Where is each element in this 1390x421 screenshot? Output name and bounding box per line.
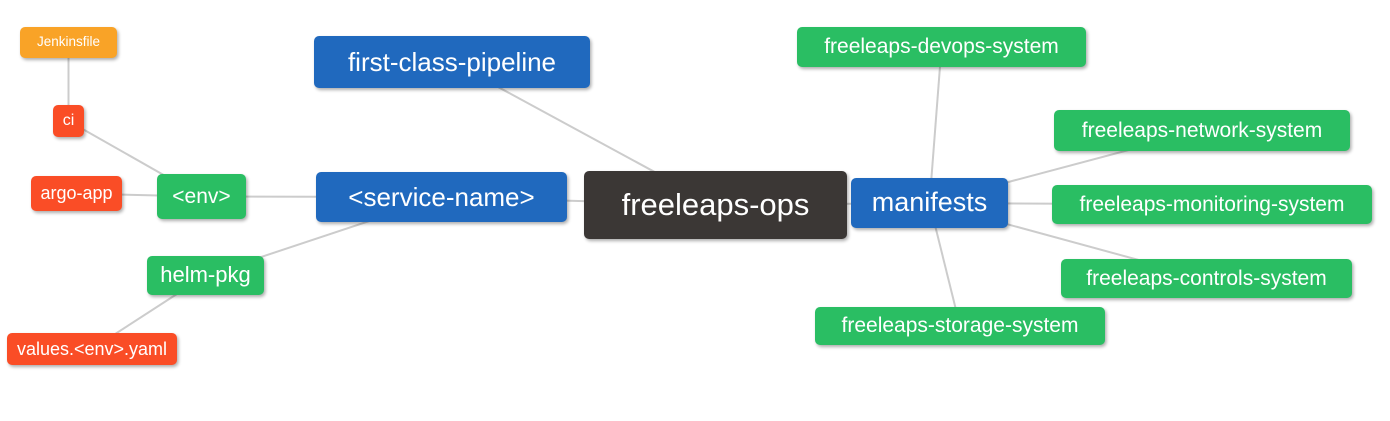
node-freeleaps-ops[interactable]: freeleaps-ops xyxy=(584,171,847,239)
node-ci[interactable]: ci xyxy=(53,105,84,137)
node-service-name[interactable]: <service-name> xyxy=(316,172,567,222)
node-argo-app[interactable]: argo-app xyxy=(31,176,122,211)
node-values-env-yaml[interactable]: values.<env>.yaml xyxy=(7,333,177,365)
node-env[interactable]: <env> xyxy=(157,174,246,219)
node-manifests[interactable]: manifests xyxy=(851,178,1008,228)
node-helm-pkg[interactable]: helm-pkg xyxy=(147,256,264,295)
node-values-env-yaml-label: values.<env>.yaml xyxy=(16,338,168,359)
node-freeleaps-storage-system[interactable]: freeleaps-storage-system xyxy=(815,307,1105,345)
node-freeleaps-controls-system-label: freeleaps-controls-system xyxy=(1086,266,1327,290)
node-helm-pkg-label: helm-pkg xyxy=(160,262,251,287)
node-freeleaps-devops-system[interactable]: freeleaps-devops-system xyxy=(797,27,1086,67)
node-freeleaps-devops-system-label: freeleaps-devops-system xyxy=(824,35,1059,58)
node-env-label: <env> xyxy=(172,184,231,208)
node-first-class-pipeline[interactable]: first-class-pipeline xyxy=(314,36,590,88)
node-freeleaps-storage-system-label: freeleaps-storage-system xyxy=(841,314,1079,337)
node-jenkinsfile-label: Jenkinsfile xyxy=(36,34,101,50)
node-freeleaps-controls-system[interactable]: freeleaps-controls-system xyxy=(1061,259,1352,298)
node-argo-app-label: argo-app xyxy=(40,183,113,203)
node-manifests-label: manifests xyxy=(871,187,988,217)
node-freeleaps-ops-label: freeleaps-ops xyxy=(621,187,810,222)
node-freeleaps-network-system[interactable]: freeleaps-network-system xyxy=(1054,110,1350,151)
node-freeleaps-monitoring-system[interactable]: freeleaps-monitoring-system xyxy=(1052,185,1372,224)
node-jenkinsfile[interactable]: Jenkinsfile xyxy=(20,27,117,58)
node-ci-label: ci xyxy=(62,111,75,129)
node-freeleaps-monitoring-system-label: freeleaps-monitoring-system xyxy=(1079,192,1345,216)
edge-manifests-to-freeleaps-devops-system xyxy=(928,46,943,204)
node-freeleaps-network-system-label: freeleaps-network-system xyxy=(1081,118,1323,142)
node-first-class-pipeline-label: first-class-pipeline xyxy=(347,46,557,77)
node-service-name-label: <service-name> xyxy=(348,181,535,212)
